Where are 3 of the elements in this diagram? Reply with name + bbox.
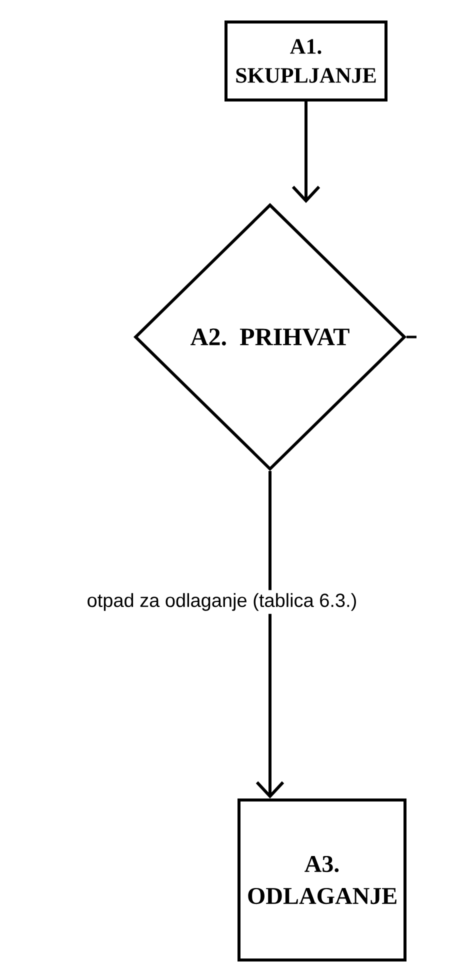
process-box: A3. ODLAGANJE	[238, 798, 406, 962]
process-box: A1. SKUPLJANJE	[224, 20, 388, 102]
edge-label: otpad za odlaganje (tablica 6.3.)	[88, 593, 356, 611]
